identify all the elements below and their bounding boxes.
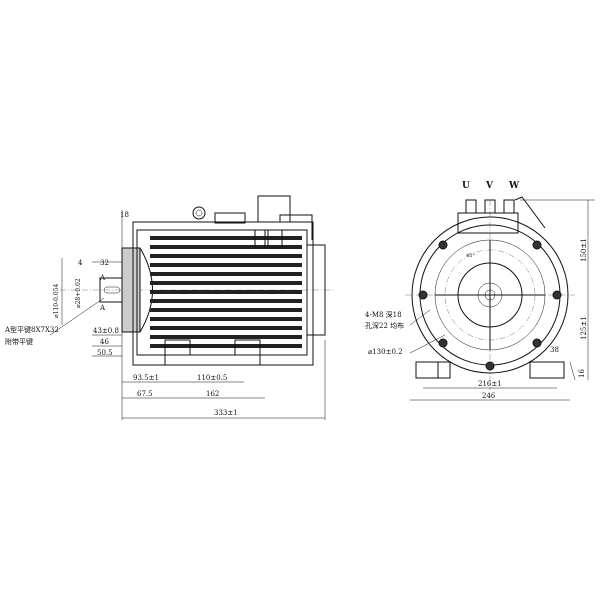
dim-67-5: 67.5 [137, 390, 153, 398]
section-mark-top: A [99, 274, 106, 282]
cooling-fin [150, 344, 302, 348]
dim-foot-thickness: 16 [578, 369, 586, 378]
dim-46: 46 [100, 338, 109, 346]
cooling-fin [150, 326, 302, 330]
dim-shaft-dia: ⌀28+0.02 [75, 278, 82, 308]
dim-pcd: ⌀130±0.2 [368, 348, 403, 356]
dim-angle: 45° [466, 253, 475, 259]
dim-flange-thickness: 18 [120, 211, 129, 219]
dim-overall-length: 333±1 [214, 409, 238, 417]
dim-93-5: 93.5±1 [133, 374, 159, 382]
dim-hole-span: 216±1 [478, 380, 502, 388]
dim-162: 162 [206, 390, 219, 398]
phase-v: V [485, 181, 494, 191]
cooling-fin [150, 290, 302, 294]
dim-foot-width: 38 [550, 346, 559, 354]
cooling-fin [150, 299, 302, 303]
dim-110: 110±0.5 [197, 374, 227, 382]
phase-w: W [508, 181, 520, 191]
key-note-1: A型平键8X7X32 [4, 325, 59, 334]
cooling-fin [150, 317, 302, 321]
cooling-fin [150, 281, 302, 285]
cooling-fin [150, 236, 302, 240]
dim-shaft-height: 125±1 [580, 316, 588, 340]
dim-shaft-length: 32 [100, 259, 109, 267]
front-view: U V W 150±1 125±1 16 38 45° 216±1 246 4-… [365, 181, 595, 401]
key-note-2: 附带平键 [5, 337, 33, 346]
dim-overall-width: 246 [482, 392, 496, 400]
cooling-fin [150, 272, 302, 276]
dim-flange-dia: ⌀110-0.054 [53, 284, 60, 318]
cooling-fin [150, 254, 302, 258]
phase-u: U [462, 181, 470, 191]
dim-50-5: 50.5 [97, 349, 113, 357]
side-view: 18 4 32 A A ⌀110-0.054 ⌀28+0.02 43±0.8 4… [4, 195, 335, 420]
hole-note-2: 孔深22 均布 [365, 321, 404, 330]
cooling-fins [150, 236, 302, 348]
section-mark-bottom: A [99, 304, 106, 312]
dim-top-height: 150±1 [580, 238, 588, 262]
cooling-fin [150, 245, 302, 249]
cooling-fin [150, 263, 302, 267]
hole-note-1: 4-M8 深18 [365, 310, 402, 319]
dim-43: 43±0.8 [93, 327, 119, 335]
cooling-fin [150, 335, 302, 339]
cooling-fin [150, 308, 302, 312]
dim-key-offset: 4 [78, 259, 83, 267]
